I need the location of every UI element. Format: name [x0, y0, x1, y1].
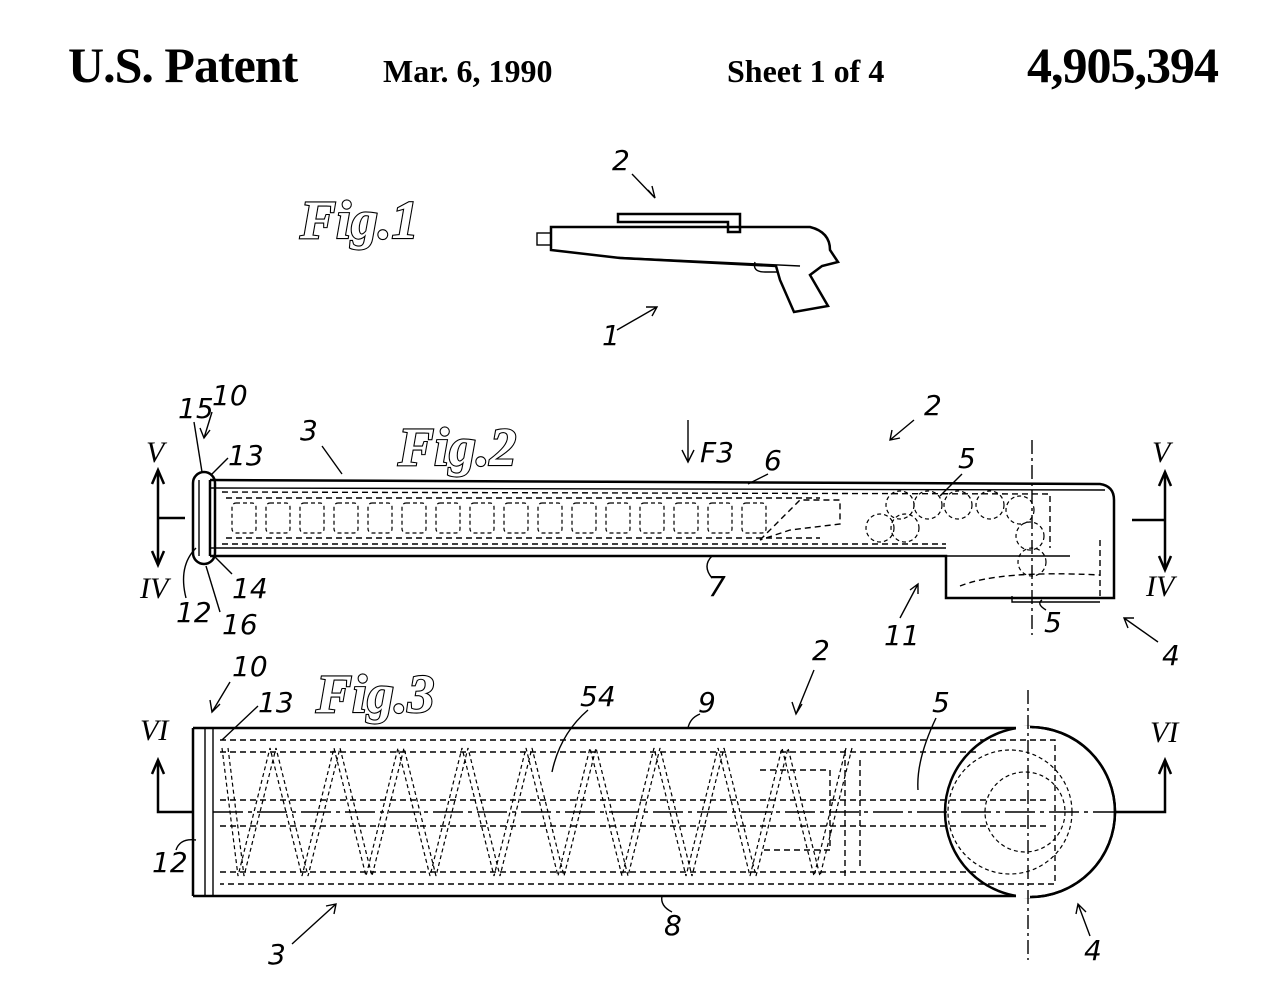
fig2-label-6: 6: [764, 444, 782, 477]
section-marker-VI-right: [1115, 756, 1173, 814]
fig2-label-5-bottom: 5: [1044, 606, 1062, 639]
patent-number: 4,905,394: [1027, 37, 1219, 93]
fig2-label-7: 7: [708, 570, 726, 603]
figure-1: Fig.1 2 1: [298, 144, 841, 352]
fig3-title: Fig.3: [315, 664, 435, 724]
figure-2: Fig.2: [139, 379, 1180, 672]
section-marker-left: [150, 466, 185, 569]
patent-title: U.S. Patent: [68, 37, 298, 93]
section-marker-right: [1132, 468, 1173, 574]
fig2-label-IV-left: IV: [139, 572, 172, 605]
fig2-label-3: 3: [300, 414, 318, 447]
fig3-label-3: 3: [268, 938, 286, 971]
fig3-label-4: 4: [1084, 934, 1102, 967]
fig3-label-54: 54: [580, 680, 616, 713]
fig3-label-10: 10: [232, 650, 268, 683]
fig2-label-12: 12: [176, 596, 212, 629]
patent-date: Mar. 6, 1990: [383, 53, 553, 89]
magazine-side-view: [191, 440, 1116, 635]
fig3-label-13: 13: [258, 686, 294, 719]
fig2-label-10: 10: [212, 379, 248, 412]
fig3-label-VI-right: VI: [1150, 716, 1180, 749]
fig1-label-magazine: 2: [612, 144, 630, 177]
fig3-label-5: 5: [932, 686, 950, 719]
fig2-label-11: 11: [884, 619, 920, 652]
gun-drawing: [536, 212, 841, 314]
section-marker-VI-left: [150, 756, 193, 814]
fig2-label-14: 14: [232, 572, 268, 605]
fig2-label-5-top: 5: [958, 442, 976, 475]
fig2-label-V-right: V: [1152, 436, 1174, 469]
sheet-number: Sheet 1 of 4: [727, 53, 885, 89]
fig2-label-13: 13: [228, 439, 264, 472]
fig3-label-8: 8: [664, 909, 682, 942]
fig1-label-gun: 1: [602, 319, 620, 352]
figure-3: Fig.3: [140, 634, 1180, 971]
fig2-label-V-left: V: [146, 436, 168, 469]
magazine-top-view: [191, 690, 1140, 960]
fig1-title: Fig.1: [299, 190, 419, 250]
fig2-title: Fig.2: [397, 417, 517, 477]
fig2-label-4: 4: [1162, 639, 1180, 672]
fig2-label-15: 15: [178, 392, 214, 425]
fig2-label-F3: F3: [700, 436, 734, 469]
fig3-label-9: 9: [698, 686, 716, 719]
fig2-label-IV-right: IV: [1145, 570, 1178, 603]
fig2-label-16: 16: [222, 608, 258, 641]
fig2-label-2: 2: [924, 389, 942, 422]
fig3-label-12: 12: [152, 846, 188, 879]
fig3-label-2: 2: [812, 634, 830, 667]
fig3-label-VI-left: VI: [140, 714, 170, 747]
